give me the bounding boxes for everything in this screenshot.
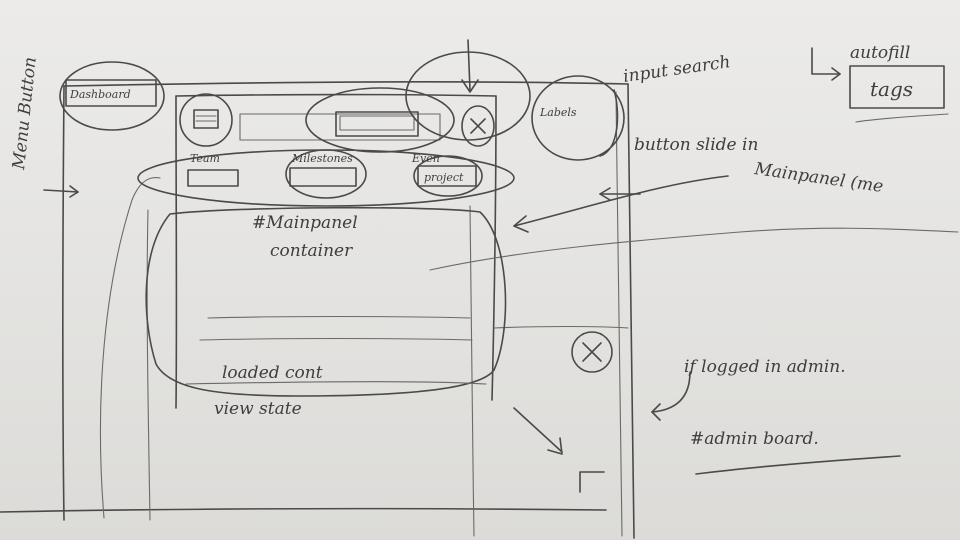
loaded-content-label: loaded cont [222,363,323,383]
main-panel-top [175,93,497,97]
project-tab-box [417,165,477,187]
menu-arrow-shaft [43,189,79,193]
project-tab-circle [413,155,483,197]
search-bar-outline [239,113,441,141]
search-link-loop [405,51,531,141]
container-label: container [270,241,353,261]
corner-bracket [579,471,605,493]
search-input-box [335,111,419,137]
admin-board-underline [695,455,901,475]
menu-icon-box [193,109,219,129]
admin-close-circle [571,331,613,373]
labels-button-label: Labels [539,106,577,119]
labels-circle [531,75,625,161]
menu-icon-circle [179,93,233,147]
tags-box [849,65,945,109]
outer-frame-bottom [0,507,607,513]
diag-arrow-shaft [513,407,563,453]
swoosh-line [429,227,959,271]
milestones-tab-label: Milestones [291,152,353,165]
close-x-top [470,118,486,134]
down-arrow-head [461,79,479,93]
outer-inner-rail [615,91,623,537]
if-logged-in-admin-label: if logged in admin. [684,357,846,377]
milestones-tab-box [289,167,357,187]
scroll-curve [99,177,161,519]
search-highlight [305,87,455,153]
main-panel-rail-left [146,209,151,521]
dashboard-box [65,79,157,107]
tags-label: tags [870,77,913,101]
tags-underline [855,113,949,123]
milestones-tab-circle [285,149,367,199]
content-container [145,206,507,397]
labels-connector [599,89,619,157]
project-tab-label: project [424,171,464,184]
diag-arrow-head [547,437,563,455]
admin-board-label: #admin board. [690,429,819,449]
content-line-1 [207,315,471,319]
outer-frame-left [62,85,65,521]
menu-arrow-head [69,185,79,198]
outer-frame-top [63,81,629,87]
close-circle-top [461,105,495,147]
main-panel-arrow [513,175,729,227]
main-panel-label: Mainpanel (me [752,159,884,197]
main-panel-right [491,95,497,401]
admin-arrow-head [651,403,661,421]
content-line-3 [185,381,487,385]
content-line-2 [199,337,473,341]
autofill-arrow [811,47,841,75]
admin-close-x [582,342,602,362]
even-tab-label: Even [411,152,440,165]
separator-line [493,325,629,329]
main-panel-rail [469,205,475,537]
admin-arrow [651,371,691,413]
slide-in-arrow-head [599,187,611,201]
team-tab-box [187,169,239,187]
button-slide-in-label: button slide in [634,135,758,155]
search-input-inner [339,115,415,131]
outer-frame-right [627,83,635,539]
team-tab-label: Team [190,152,220,165]
dashboard-label: Dashboard [69,88,131,101]
input-search-label: input search [622,52,732,87]
main-panel-arrow-head [513,215,529,233]
view-state-label: view state [214,399,302,419]
autofill-label: autofill [850,43,910,63]
menu-button-label: Menu Button [9,56,41,172]
main-panel-container-label: #Mainpanel [252,213,358,233]
autofill-arrow-head [831,67,841,81]
dashboard-circle [59,61,165,131]
down-arrow-shaft [467,39,471,91]
